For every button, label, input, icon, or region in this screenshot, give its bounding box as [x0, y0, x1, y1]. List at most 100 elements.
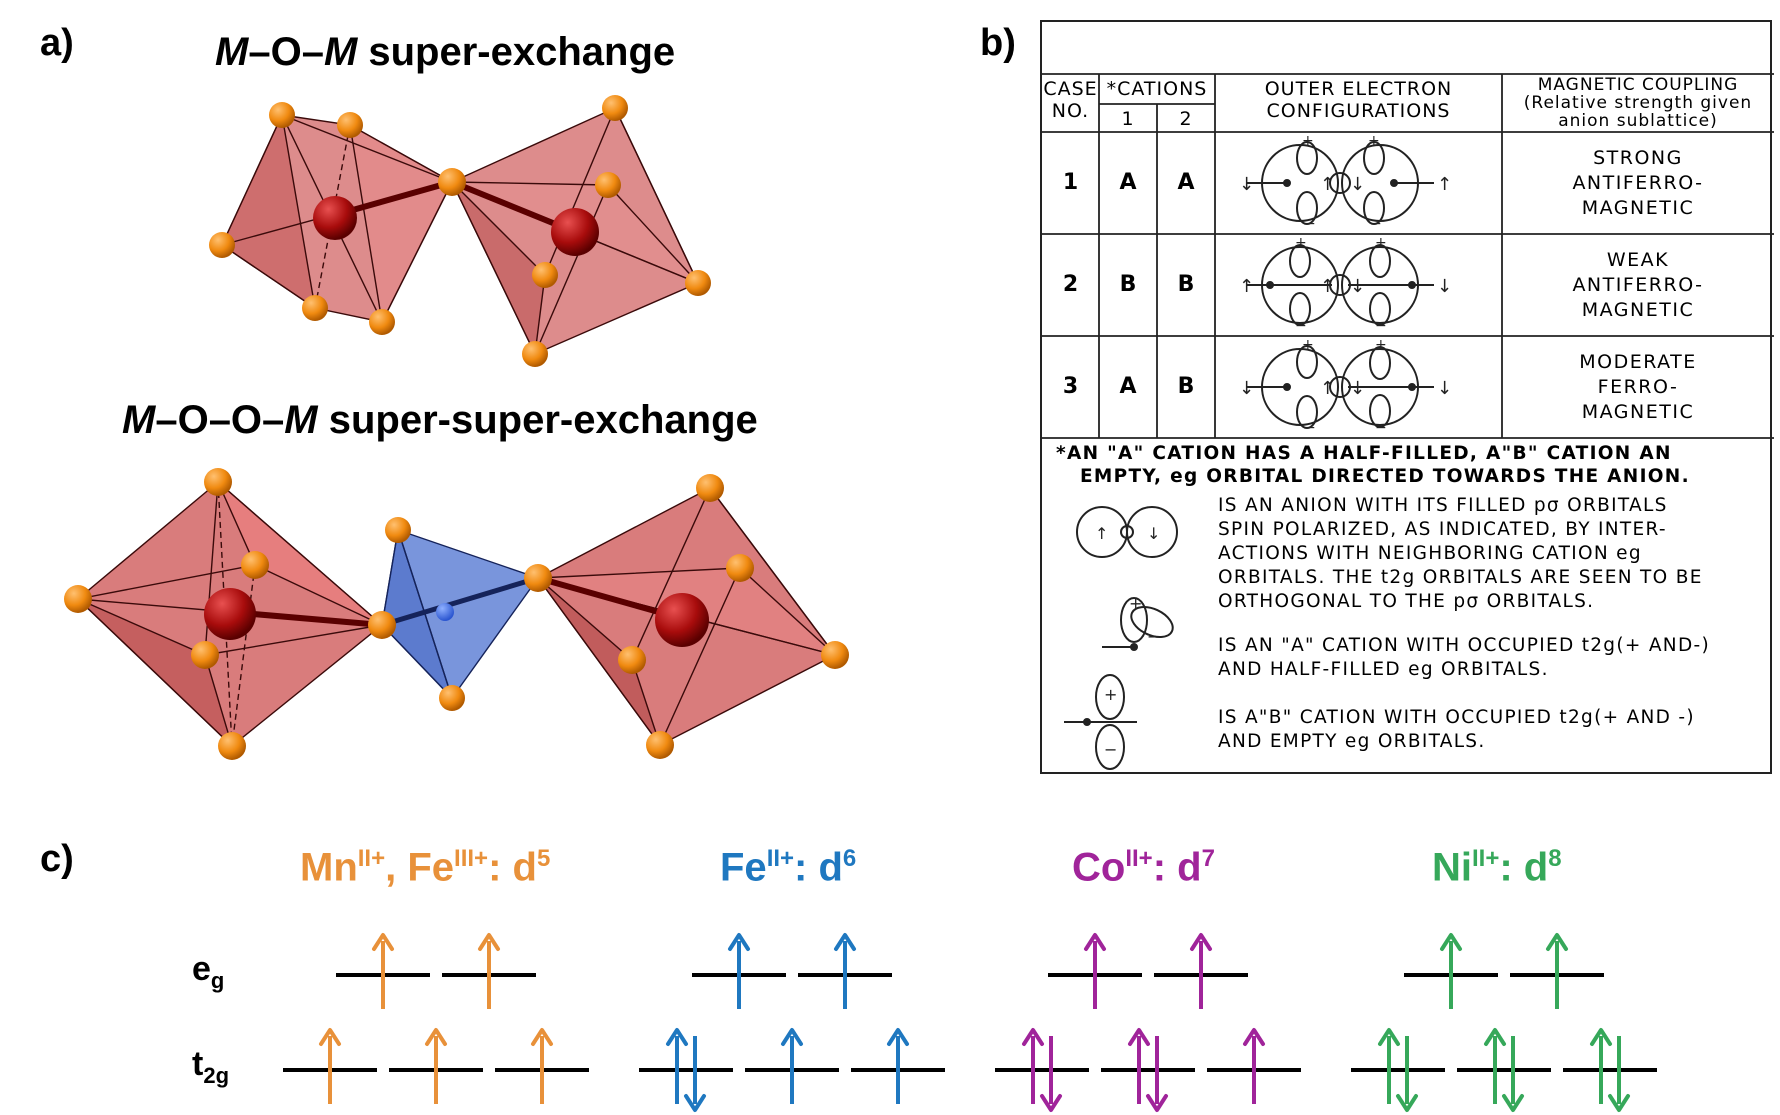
- metal-atom: [551, 208, 599, 256]
- svg-text:+: +: [1104, 685, 1117, 704]
- svg-text:↑: ↑: [1320, 276, 1335, 297]
- coupling-line: FERRO-: [1597, 376, 1679, 398]
- header-cation-2: 2: [1179, 108, 1193, 130]
- svg-text:−: −: [1375, 318, 1387, 334]
- orbital-configurations: [1247, 141, 1434, 429]
- svg-text:↓: ↓: [1239, 378, 1254, 399]
- spin-up-arrow: [1190, 933, 1212, 951]
- ion-charge: II+: [357, 845, 386, 872]
- row-2-cation-2: B: [1177, 272, 1195, 297]
- row-2-cation-1: B: [1119, 272, 1137, 297]
- svg-text:−: −: [1104, 740, 1117, 759]
- t2g-sub: 2g: [203, 1062, 230, 1088]
- row-1-cation-1: A: [1119, 170, 1137, 195]
- svg-text:↑: ↑: [1095, 524, 1108, 543]
- oxygen-bridge: –O–: [248, 30, 324, 74]
- panel-a-title-super-superexchange: M–O–O–M super-super-exchange: [122, 398, 758, 443]
- svg-text:↓: ↓: [1350, 378, 1365, 399]
- spin-up-arrow: [1440, 933, 1462, 951]
- svg-text:+: +: [1302, 133, 1314, 149]
- ion-name: Mn: [300, 845, 358, 890]
- header-mag-text-1: MAGNETIC COUPLING: [1537, 75, 1739, 95]
- spin-up-arrow: [1590, 1028, 1612, 1046]
- svg-text:↓: ↓: [1437, 276, 1452, 297]
- header-cation-1: 1: [1121, 108, 1135, 130]
- panel-c-label: c): [40, 838, 74, 880]
- ion-label-d6: FeII+: d6: [720, 845, 856, 890]
- ion-electron-count: 5: [536, 845, 551, 872]
- goodenough-kanamori-table: ++−− ++−− ++−− ↓↑↓↑ ↑↑↓↓ ↓↑↓↓ ↑↓ +− +− C…: [1040, 20, 1774, 774]
- svg-text:−: −: [1370, 216, 1382, 232]
- coupling-line: MAGNETIC: [1581, 299, 1695, 321]
- svg-text:+: +: [1302, 337, 1314, 353]
- spin-up-arrow: [1378, 1028, 1400, 1046]
- coupling-line: STRONG: [1593, 147, 1683, 169]
- coupling-line: WEAK: [1606, 249, 1670, 271]
- spin-down-arrow: [1608, 1094, 1630, 1112]
- spin-down-arrow: [684, 1094, 706, 1112]
- spin-up-arrow: [1022, 1028, 1044, 1046]
- svg-text:↓: ↓: [1350, 174, 1365, 195]
- eg-level-label: eg: [192, 950, 224, 994]
- spin-up-arrow: [1084, 933, 1106, 951]
- metal-symbol: M: [284, 398, 318, 442]
- spin-down-arrow: [1502, 1094, 1524, 1112]
- coupling-line: MAGNETIC: [1581, 401, 1695, 423]
- svg-text:−: −: [1295, 318, 1307, 334]
- ion-label-d8: NiII+: d8: [1432, 845, 1562, 890]
- orbital-signs: ++−− ++−− ++−−: [1295, 133, 1387, 436]
- header-mag-text-3: anion sublattice): [1558, 111, 1718, 131]
- spin-up-arrow: [1546, 933, 1568, 951]
- ion-charge: II+: [766, 845, 795, 872]
- footnote-line-1: *AN "A" CATION HAS A HALF-FILLED, A"B" C…: [1056, 443, 1672, 464]
- svg-text:↓: ↓: [1239, 174, 1254, 195]
- spin-up-arrow: [1484, 1028, 1506, 1046]
- coupling-line: ANTIFERRO-: [1572, 172, 1704, 194]
- row-2-case: 2: [1062, 272, 1079, 297]
- spin-up-arrow: [478, 933, 500, 951]
- ion-name: Fe: [407, 845, 455, 890]
- tetrahedral-center-atom: [436, 603, 454, 621]
- oxygen-oxygen-bond: [381, 575, 539, 628]
- svg-text:↑: ↑: [1239, 276, 1254, 297]
- ion-label-d5: MnII+, FeIII+: d5: [300, 845, 550, 890]
- svg-text:+: +: [1129, 594, 1142, 613]
- svg-text:+: +: [1375, 337, 1387, 353]
- svg-text:−: −: [1304, 420, 1316, 436]
- ion-electron-count: 7: [1201, 845, 1215, 872]
- header-outer-text-1: OUTER ELECTRON: [1264, 78, 1453, 100]
- row-3-coupling: MODERATE FERRO- MAGNETIC: [1502, 350, 1774, 425]
- footnote-line-2: EMPTY, eg ORBITAL DIRECTED TOWARDS THE A…: [1080, 466, 1690, 487]
- metal-oxygen-bond: [537, 575, 681, 621]
- spin-down-arrow: [1040, 1094, 1062, 1112]
- spin-up-arrow: [1243, 1028, 1265, 1046]
- panel-b-label: b): [980, 22, 1016, 64]
- metal-symbol: M: [323, 30, 358, 74]
- ion-charge: II+: [1472, 845, 1500, 872]
- t2g-level-label: t2g: [192, 1045, 229, 1089]
- metal-symbol: M: [215, 30, 249, 74]
- svg-text:↑: ↑: [1320, 174, 1335, 195]
- spin-up-arrow: [887, 1028, 909, 1046]
- spin-down-arrow: [1396, 1094, 1418, 1112]
- anion-description: IS AN ANION WITH ITS FILLED pσ ORBITALS …: [1218, 495, 1703, 612]
- coupling-line: MODERATE: [1579, 351, 1697, 373]
- title-text: super-super-exchange: [317, 398, 758, 442]
- svg-text:+: +: [1375, 235, 1387, 251]
- header-outer-text-2: CONFIGURATIONS: [1266, 100, 1451, 122]
- eg-sub: g: [210, 967, 225, 993]
- a-cation-description: IS AN "A" CATION WITH OCCUPIED t2g(+ AND…: [1218, 635, 1710, 680]
- metal-atom: [313, 196, 357, 240]
- svg-text:+: +: [1295, 235, 1307, 251]
- ion-charge: III+: [454, 845, 489, 872]
- polyhedra-illustration: [64, 95, 849, 760]
- svg-text:−: −: [1147, 627, 1160, 646]
- spin-up-arrow: [425, 1028, 447, 1046]
- ion-name: Ni: [1432, 845, 1472, 890]
- svg-text:+: +: [1368, 133, 1380, 149]
- metal-symbol: M: [122, 398, 156, 442]
